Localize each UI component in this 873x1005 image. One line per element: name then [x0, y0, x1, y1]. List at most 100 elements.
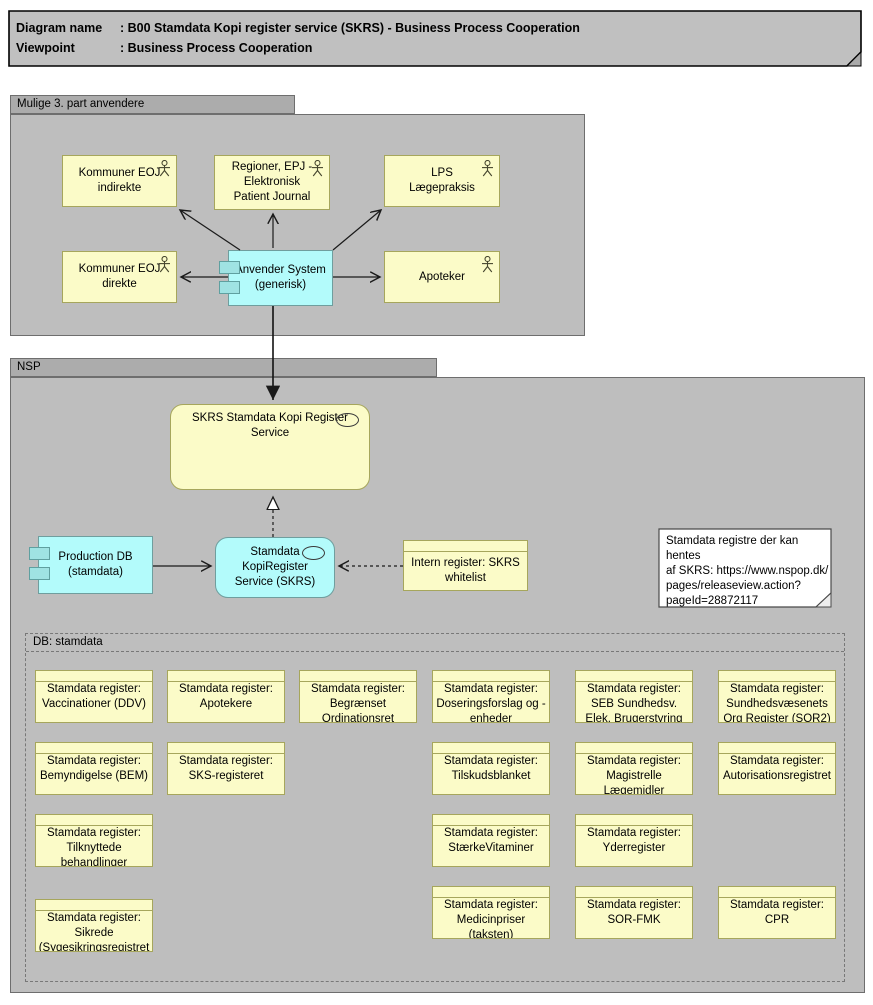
dataobject-band [36, 900, 152, 911]
service-stamdata-kopiregister: Stamdata KopiRegister Service (SKRS) [215, 537, 335, 598]
register-prefix: Stamdata register: [179, 683, 273, 695]
register-name: CPR [764, 914, 790, 926]
component-icon [219, 281, 240, 294]
register-name: Doseringsforslag og -enheder [436, 698, 546, 723]
register-prefix: Stamdata register: [587, 899, 681, 911]
actor-kommuner-eoj-indirekte: Kommuner EOJ indirekte [62, 155, 177, 207]
dataobject-band [433, 743, 549, 754]
dataobject-band [36, 815, 152, 826]
actor-lps-laegepraksis: LPS Lægepraksis [384, 155, 500, 207]
actor-icon [482, 160, 493, 177]
component-icon [219, 261, 240, 274]
register-name: Autorisationsregistret [722, 770, 832, 782]
dataobject-band [168, 671, 284, 682]
component-label: Anvender System (generisk) [235, 264, 326, 291]
register-prefix: Stamdata register: [587, 827, 681, 839]
actor-apoteker: Apoteker [384, 251, 500, 303]
register-seb-brugerstyring: Stamdata register: SEB Sundhedsv. Elek. … [575, 670, 693, 723]
dataobject-band [576, 887, 692, 898]
register-magistrelle-laegemidler: Stamdata register: Magistrelle Lægemidle… [575, 742, 693, 795]
dataobject-band [719, 671, 835, 682]
register-prefix: Stamdata register: [444, 899, 538, 911]
register-vaccinationer: Stamdata register: Vaccinationer (DDV) [35, 670, 153, 723]
service-skrs-stamdata-kopi-register: SKRS Stamdata Kopi Register Service [170, 404, 370, 490]
title-row-diagram-name: Diagram name : B00 Stamdata Kopi register… [16, 18, 580, 38]
actor-icon [482, 256, 493, 273]
register-bemyndigelse: Stamdata register: Bemyndigelse (BEM) [35, 742, 153, 795]
register-prefix: Stamdata register: [587, 683, 681, 695]
register-name: Medicinpriser (taksten) [456, 914, 526, 939]
service-icon [336, 413, 359, 427]
register-prefix: Stamdata register: [47, 912, 141, 924]
title-label: Diagram name [16, 21, 103, 35]
title-text: Diagram name : B00 Stamdata Kopi register… [16, 18, 580, 58]
actor-label: Regioner, EPJ - Elektronisk Patient Jour… [231, 161, 313, 203]
dataobject-band [719, 743, 835, 754]
dataobject-band [300, 671, 416, 682]
register-prefix: Stamdata register: [730, 683, 824, 695]
dataobject-band [719, 887, 835, 898]
viewpoint-value: : Business Process Cooperation [120, 41, 313, 55]
title-row-viewpoint: Viewpoint : Business Process Cooperation [16, 38, 580, 58]
actor-label: LPS Lægepraksis [409, 167, 475, 194]
register-sks-registeret: Stamdata register: SKS-registeret [167, 742, 285, 795]
register-prefix: Stamdata register: [587, 755, 681, 767]
group-db-stamdata: DB: stamdata [25, 633, 845, 982]
service-label: Stamdata KopiRegister Service (SKRS) [234, 546, 316, 588]
note-stamdata-registre: Stamdata registre der kan hentes af SKRS… [658, 528, 833, 609]
note-shape [658, 528, 832, 608]
group-tab-third-party: Mulige 3. part anvendere [10, 95, 295, 114]
register-name: Tilknyttede behandlinger [60, 842, 128, 867]
register-name: Sikrede (Sygesikringsregistret) [38, 927, 150, 952]
actor-icon [159, 160, 170, 177]
title-value: : B00 Stamdata Kopi register service (SK… [120, 21, 580, 35]
register-name: Sundhedsvæsenets Org Register (SOR2) [723, 698, 831, 723]
register-prefix: Stamdata register: [444, 827, 538, 839]
component-anvender-system: Anvender System (generisk) [219, 250, 333, 306]
service-icon [302, 546, 325, 560]
register-sor2: Stamdata register: Sundhedsvæsenets Org … [718, 670, 836, 723]
register-prefix: Stamdata register: [730, 899, 824, 911]
actor-kommuner-eoj-direkte: Kommuner EOJ direkte [62, 251, 177, 303]
dataobject-band [36, 671, 152, 682]
register-medicinpriser: Stamdata register: Medicinpriser (takste… [432, 886, 550, 939]
register-name: StærkeVitaminer [448, 842, 534, 854]
dataobject-band [576, 671, 692, 682]
viewpoint-label: Viewpoint [16, 41, 75, 55]
actor-regioner-epj: Regioner, EPJ - Elektronisk Patient Jour… [214, 155, 330, 210]
component-label: Production DB (stamdata) [58, 551, 133, 578]
note-text: Stamdata registre der kan hentes af SKRS… [666, 535, 829, 607]
dataobject-band [576, 815, 692, 826]
actor-label: Kommuner EOJ direkte [78, 263, 161, 290]
register-name: Begrænset Ordinationsret [321, 698, 395, 723]
diagram-title-block: Diagram name : B00 Stamdata Kopi register… [8, 10, 863, 68]
register-tilskudsblanket: Stamdata register: Tilskudsblanket [432, 742, 550, 795]
register-autorisationsregistret: Stamdata register: Autorisationsregistre… [718, 742, 836, 795]
actor-icon [159, 256, 170, 273]
register-name: Magistrelle Lægemidler [603, 770, 665, 795]
register-name: SOR-FMK [607, 914, 661, 926]
register-prefix: Stamdata register: [47, 683, 141, 695]
register-name: Vaccinationer (DDV) [42, 698, 146, 710]
group-db-stamdata-label: DB: stamdata [26, 634, 844, 652]
register-prefix: Stamdata register: [47, 827, 141, 839]
actor-label: Apoteker [418, 270, 466, 283]
dataobject-band [433, 815, 549, 826]
register-name: Bemyndigelse (BEM) [39, 770, 148, 782]
register-prefix: Stamdata register: [47, 755, 141, 767]
dataobject-band [433, 671, 549, 682]
register-doseringsforslag: Stamdata register: Doseringsforslag og -… [432, 670, 550, 723]
title-shape [8, 10, 862, 67]
register-begraenset-ordinationsret: Stamdata register: Begrænset Ordinations… [299, 670, 417, 723]
dataobject-band [433, 887, 549, 898]
register-prefix: Stamdata register: [179, 755, 273, 767]
register-name: Yderregister [602, 842, 666, 854]
dataobject-band [36, 743, 152, 754]
register-name: SKS-registeret [188, 770, 264, 782]
dataobject-band [404, 541, 527, 552]
service-label: SKRS Stamdata Kopi Register Service [192, 412, 348, 439]
group-tab-nsp: NSP [10, 358, 437, 377]
register-prefix: Stamdata register: [730, 755, 824, 767]
component-production-db: Production DB (stamdata) [29, 536, 153, 594]
